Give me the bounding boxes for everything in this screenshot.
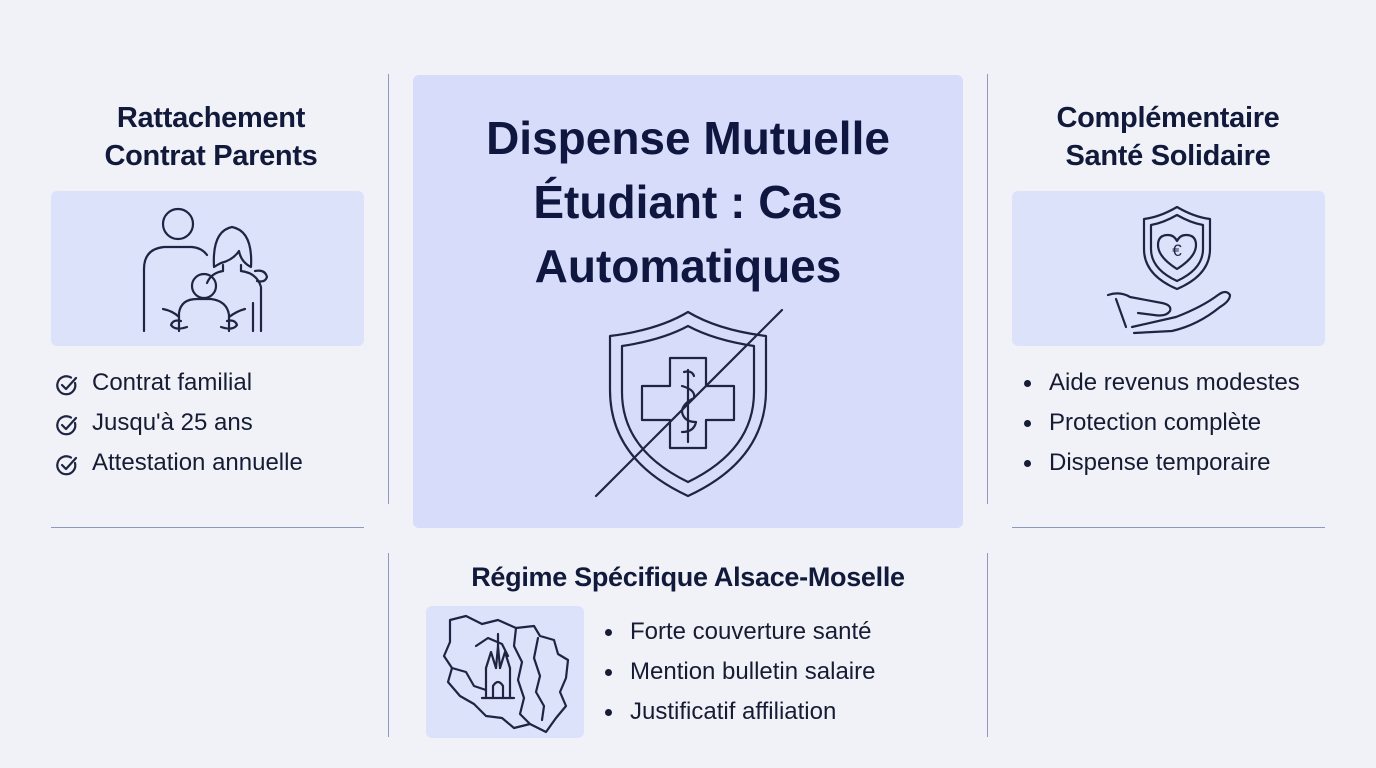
left-title-line-1: Rattachement (116, 102, 306, 134)
check-circle-icon (56, 415, 78, 436)
left-checklist: Contrat familial Jusqu'à 25 ans Attestat… (52, 363, 303, 483)
family-icon (142, 207, 269, 333)
crossed-medical-shield-icon (594, 308, 784, 498)
main-title-line-3: Automatiques (534, 240, 842, 292)
left-icon-panel (51, 191, 364, 346)
divider-bottom-right (987, 553, 988, 737)
divider-left (388, 74, 389, 504)
list-item: Aide revenus modestes (1022, 363, 1300, 403)
check-circle-icon (56, 375, 78, 396)
list-item: Contrat familial (52, 363, 303, 403)
bottom-bullet-list: Forte couverture santé Mention bulletin … (603, 612, 875, 732)
euro-symbol: € (1172, 241, 1182, 260)
divider-right (987, 74, 988, 504)
left-title-line-2: Contrat Parents (104, 140, 318, 172)
center-panel (413, 75, 963, 528)
list-item: Dispense temporaire (1022, 443, 1300, 483)
divider-bottom-left (388, 553, 389, 737)
list-item: Attestation annuelle (52, 443, 303, 483)
alsace-moselle-map-icon (442, 614, 570, 734)
right-title-line-2: Santé Solidaire (1065, 140, 1271, 172)
bottom-icon-panel (426, 606, 584, 738)
hand-shield-euro-icon: € (1106, 205, 1232, 335)
main-title: Dispense Mutuelle Étudiant : Cas Automat… (413, 106, 963, 298)
list-item: Justificatif affiliation (603, 692, 875, 732)
list-item: Protection complète (1022, 403, 1300, 443)
divider-left-horizontal (51, 527, 364, 528)
left-item-1: Contrat familial (92, 369, 253, 396)
list-item: Forte couverture santé (603, 612, 875, 652)
left-item-3: Attestation annuelle (92, 449, 303, 476)
right-icon-panel: € (1012, 191, 1325, 346)
main-title-line-2: Étudiant : Cas (533, 176, 843, 228)
list-item: Jusqu'à 25 ans (52, 403, 303, 443)
right-title-line-1: Complémentaire (1056, 102, 1280, 134)
divider-right-horizontal (1012, 527, 1325, 528)
check-circle-icon (56, 455, 78, 476)
bottom-section-title: Régime Spécifique Alsace-Moselle (471, 562, 905, 592)
left-section-title: Rattachement Contrat Parents (51, 99, 371, 175)
right-bullet-list: Aide revenus modestes Protection complèt… (1022, 363, 1300, 483)
right-section-title: Complémentaire Santé Solidaire (1008, 99, 1328, 175)
main-title-line-1: Dispense Mutuelle (486, 112, 890, 164)
left-item-2: Jusqu'à 25 ans (92, 409, 253, 436)
list-item: Mention bulletin salaire (603, 652, 875, 692)
